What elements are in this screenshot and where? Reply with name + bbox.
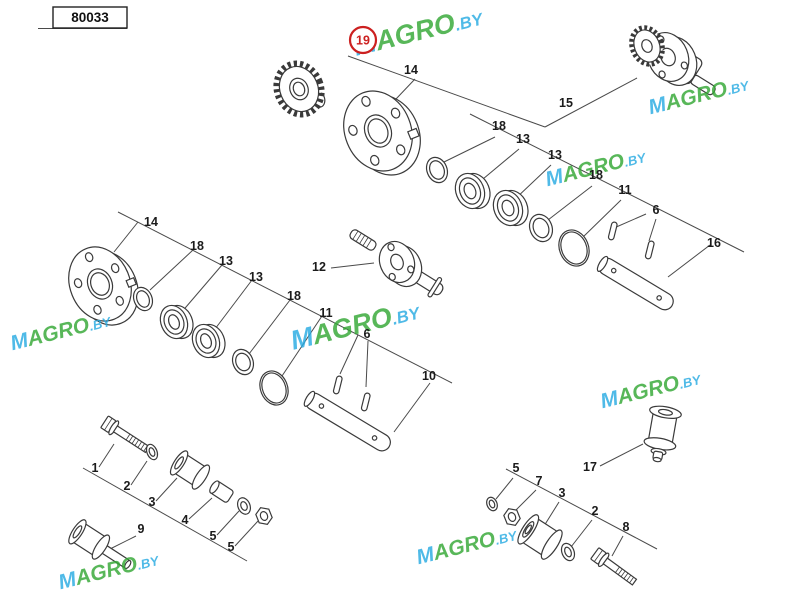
- watermark-by: .BY: [623, 150, 649, 170]
- part-washer-5-a: [236, 497, 252, 515]
- doc-number: 80033: [71, 10, 109, 25]
- callout-14-top: 14: [404, 63, 418, 77]
- watermark-m: M: [414, 543, 437, 570]
- part-bearing-13-d: [191, 323, 226, 359]
- callout-18-b: 18: [589, 168, 603, 182]
- highlight: 19: [348, 25, 378, 55]
- watermark-by: .BY: [136, 553, 162, 573]
- watermark-m: M: [543, 165, 566, 192]
- watermark-by: .BY: [390, 303, 423, 329]
- watermark-m: M: [646, 93, 669, 120]
- part-bearing-13-b: [492, 189, 529, 227]
- watermark-magro-by: MAGRO.BY: [287, 294, 424, 355]
- watermark-magro-by: MAGRO.BY: [598, 366, 704, 413]
- part-bolt-8: [590, 547, 638, 586]
- callout-16: 16: [707, 236, 721, 250]
- callout-15: 15: [559, 96, 573, 110]
- callout-17: 17: [583, 460, 597, 474]
- callout-8: 8: [623, 520, 630, 534]
- doc-number-box: 80033: [38, 6, 128, 29]
- watermark-agro: AGRO: [24, 313, 92, 351]
- part-assembly-15: [629, 25, 716, 96]
- callout-19: 19: [356, 34, 370, 48]
- callout-5-b: 5: [228, 540, 235, 554]
- callout-11-a: 11: [618, 183, 631, 197]
- part-sprocket-19: [273, 60, 326, 118]
- callout-13-c: 13: [219, 254, 233, 268]
- callouts: 14 15 18 13 13 18 11 6 16 12 14 18 13 13…: [92, 63, 721, 554]
- highlight-circle: [348, 25, 378, 55]
- part-ring-18-d: [231, 348, 255, 376]
- callout-2-b: 2: [592, 504, 599, 518]
- callout-5-a: 5: [210, 529, 217, 543]
- callout-3-b: 3: [559, 486, 566, 500]
- callout-18-a: 18: [492, 119, 506, 133]
- callout-18-c: 18: [190, 239, 204, 253]
- part-roller-17: [643, 405, 682, 463]
- part-ring-18-c: [132, 286, 154, 312]
- callout-18-d: 18: [287, 289, 301, 303]
- watermark-m: M: [8, 329, 31, 356]
- part-bolt-1: [100, 415, 151, 454]
- part-washer-2-a: [145, 443, 159, 461]
- part-snap-ring-11-a: [558, 229, 590, 267]
- part-spindle-12: [349, 229, 444, 298]
- callout-9: 9: [138, 522, 145, 536]
- callout-6-a: 6: [653, 203, 660, 217]
- callout-5-c: 5: [513, 461, 520, 475]
- part-shaft-16: [596, 255, 674, 311]
- callout-7: 7: [536, 474, 543, 488]
- part-bushing-4: [209, 480, 234, 503]
- part-pins-6-a: [607, 221, 655, 260]
- part-roller-9: [68, 519, 132, 570]
- watermark-agro: AGRO: [614, 371, 682, 409]
- callout-14-mid: 14: [144, 215, 158, 229]
- watermark-agro: AGRO: [72, 552, 140, 590]
- parts-art: [68, 25, 716, 586]
- callout-1: 1: [92, 461, 99, 475]
- callout-10: 10: [422, 369, 436, 383]
- watermark-by: .BY: [494, 528, 520, 548]
- part-snap-ring-11-b: [259, 370, 289, 406]
- part-washer-2-b: [560, 542, 576, 562]
- callout-11-b: 11: [319, 306, 332, 320]
- part-nut-5-b: [255, 506, 273, 526]
- callout-13-b: 13: [548, 148, 562, 162]
- leader-lines: [82, 55, 745, 562]
- watermark-by: .BY: [726, 78, 752, 98]
- part-hub-14-top: [343, 90, 421, 176]
- callout-3-a: 3: [149, 495, 156, 509]
- callout-6-b: 6: [364, 327, 371, 341]
- callout-12: 12: [312, 260, 326, 274]
- watermark-by: .BY: [678, 372, 704, 392]
- watermark-agro: AGRO: [430, 527, 498, 565]
- watermark-magro-by: MAGRO.BY: [414, 522, 520, 569]
- part-bearing-13-a: [454, 172, 491, 210]
- part-roller-3-b: [517, 514, 563, 560]
- part-pins-6-b: [332, 375, 371, 412]
- callout-13-a: 13: [516, 132, 530, 146]
- watermark-m: M: [56, 568, 79, 595]
- watermark-agro: AGRO: [371, 8, 458, 57]
- part-bearing-13-c: [159, 304, 194, 340]
- watermark-m: M: [598, 387, 621, 414]
- callout-2-a: 2: [124, 479, 131, 493]
- part-hub-14-mid: [68, 246, 139, 326]
- callout-13-d: 13: [249, 270, 263, 284]
- callout-4: 4: [182, 513, 189, 527]
- doc-number-frame: [52, 6, 128, 29]
- part-shaft-10: [303, 390, 391, 452]
- part-roller-3-a: [169, 450, 211, 490]
- part-ring-18-a: [425, 156, 449, 184]
- part-ring-18-b: [528, 213, 554, 243]
- part-nut-7: [503, 507, 521, 527]
- part-washer-5-c: [486, 496, 498, 512]
- watermark-by: .BY: [453, 9, 486, 35]
- watermark-by: .BY: [88, 314, 114, 334]
